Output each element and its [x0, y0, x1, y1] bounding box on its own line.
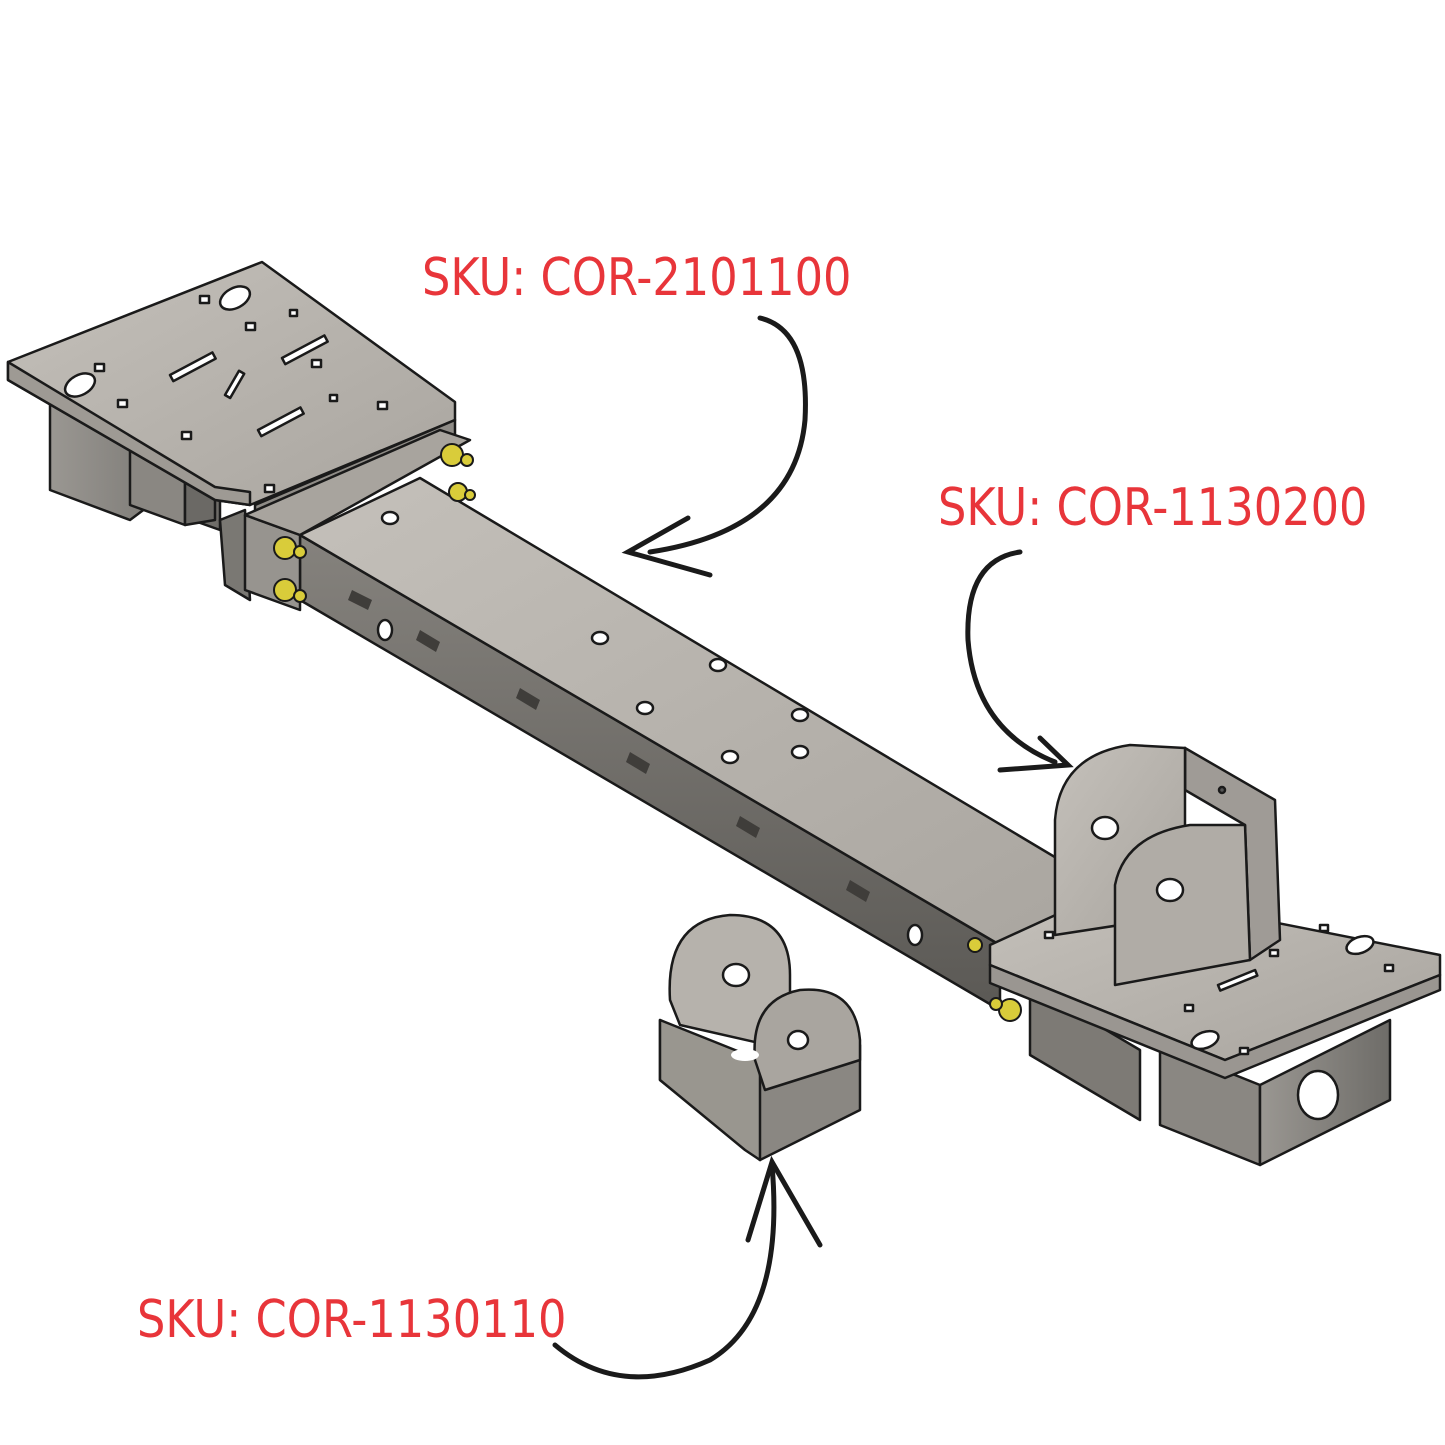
bolt-icon: [440, 443, 474, 467]
bolt-icon: [273, 578, 307, 603]
curved-arrow-icon: [552, 1155, 823, 1380]
bolt-icon: [967, 937, 983, 953]
bolt-icon: [448, 482, 476, 502]
crossmember-tube: [243, 428, 1112, 1012]
bolt-icon: [989, 997, 1022, 1022]
curved-arrow-icon: [965, 549, 1074, 773]
arrows: [552, 315, 1074, 1380]
right-mount-plate: [988, 888, 1442, 1167]
sku-label-lower-bracket: SKU: COR-1130110: [137, 1290, 567, 1350]
curved-arrow-icon: [621, 315, 808, 578]
bolt-icon: [273, 536, 307, 560]
upper-bracket: [1053, 743, 1282, 987]
sku-label-upper-bracket: SKU: COR-1130200: [938, 478, 1368, 538]
lower-bracket: [658, 913, 862, 1162]
sku-label-crossmember: SKU: COR-2101100: [422, 248, 852, 308]
